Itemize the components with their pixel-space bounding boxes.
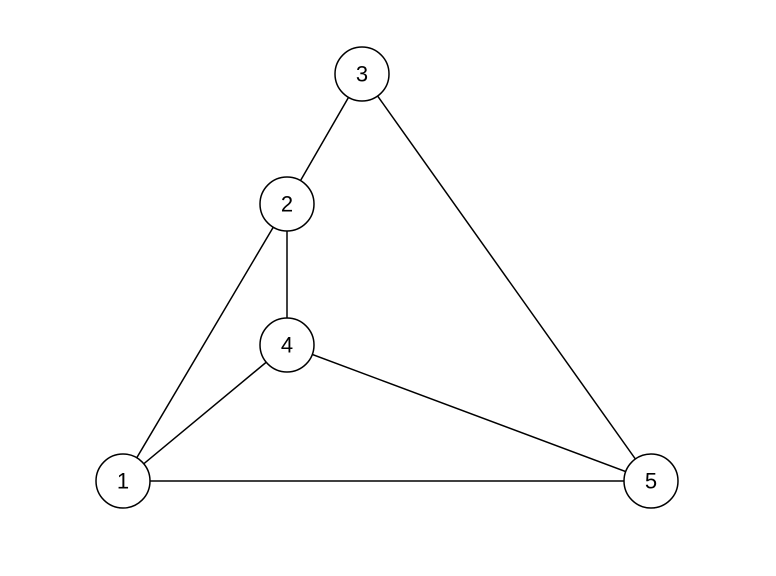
node-label: 5 — [645, 469, 657, 494]
node-2: 2 — [259, 176, 315, 232]
edge-4-5 — [286, 344, 652, 482]
node-label: 4 — [281, 333, 293, 358]
node-4: 4 — [259, 317, 315, 373]
node-circle — [259, 176, 315, 232]
edge-4-1 — [122, 344, 288, 482]
node-5: 5 — [623, 453, 679, 509]
node-1: 1 — [95, 453, 151, 509]
node-circle — [259, 317, 315, 373]
node-3: 3 — [334, 46, 390, 102]
node-label: 2 — [281, 192, 293, 217]
node-circle — [623, 453, 679, 509]
node-label: 1 — [117, 469, 129, 494]
edge-3-5 — [361, 73, 652, 482]
node-circle — [95, 453, 151, 509]
node-circle — [334, 46, 390, 102]
edges — [122, 73, 652, 482]
node-label: 3 — [356, 62, 368, 87]
edge-2-1 — [122, 203, 288, 482]
